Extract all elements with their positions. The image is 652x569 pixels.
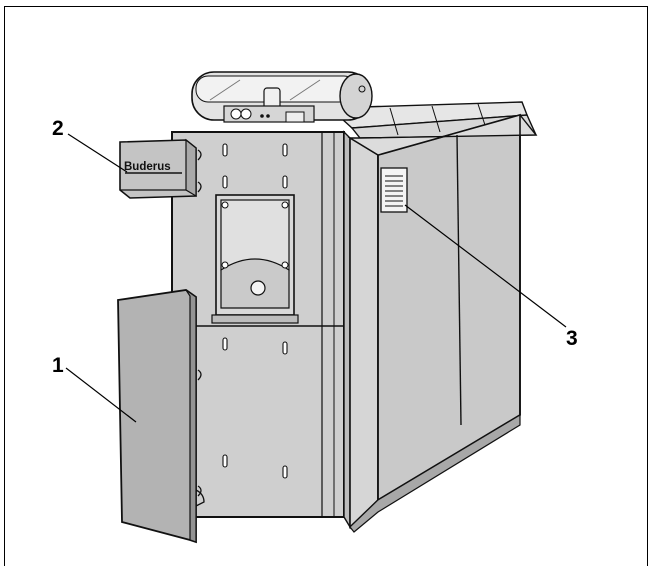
control-panel-cover: Buderus	[119, 138, 197, 199]
burner-unit	[191, 71, 538, 139]
side-bevel	[349, 136, 379, 529]
front-door-panel	[117, 289, 205, 544]
leader-line-3	[404, 204, 567, 328]
brand-label: Buderus	[124, 161, 171, 173]
callout-2: 2	[52, 117, 128, 173]
leader-line-2	[67, 133, 128, 173]
callout-3: 3	[404, 204, 578, 350]
front-corner-post	[343, 130, 351, 530]
casing-base	[349, 413, 521, 533]
callout-number-1: 1	[52, 354, 64, 377]
mounting-slots	[222, 143, 288, 479]
side-top-strip	[347, 114, 538, 156]
front-face	[171, 131, 345, 518]
leader-line-1	[65, 367, 137, 423]
data-plate	[380, 167, 408, 213]
boiler-casing	[171, 113, 538, 533]
callout-number-3: 3	[566, 327, 578, 350]
side-seam	[456, 134, 462, 426]
callout-number-2: 2	[52, 117, 64, 140]
callout-1: 1	[52, 354, 137, 423]
